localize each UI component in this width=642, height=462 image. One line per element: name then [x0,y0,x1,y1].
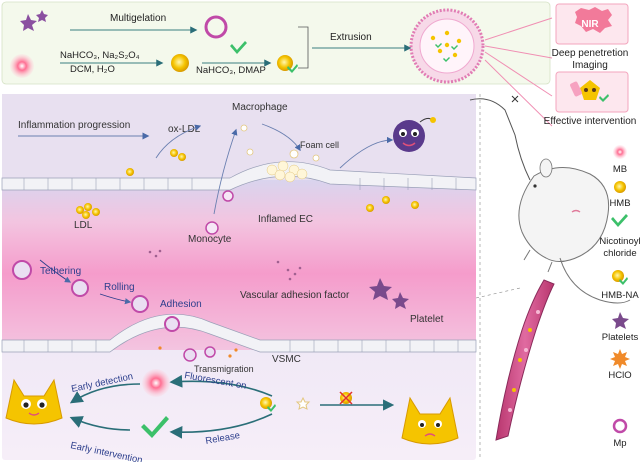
nir-badge: NIR [581,19,599,30]
platelet-label: Platelet [410,314,444,325]
legend-hclo-icon [610,349,630,369]
outcome-intervention [555,71,629,113]
extrusion-label: Extrusion [330,32,372,43]
reagent-line2: DCM, H₂O [70,64,115,75]
transmigration-label: Transmigration [194,364,254,374]
scattered-dots [148,249,302,281]
hmb-particle-icon [171,54,189,72]
legend-label-hclo: HClO [608,370,631,381]
happy-cat-icon [5,378,63,425]
reagent-line3: NaHCO₃, DMAP [196,65,266,76]
legend-hmb-na-icon [612,270,628,285]
cycle-section [5,369,459,445]
probe-activation [260,396,311,412]
ldl-particles [76,149,419,219]
tethering-label: Tethering [40,266,81,277]
intervention-label: Effective intervention [544,116,637,127]
mouse-illustration [469,95,631,304]
legend-hmb-icon [614,181,626,193]
foam-cells [240,124,320,162]
rolling-label: Rolling [104,282,135,293]
legend-label-platelets: Platelets [602,332,639,343]
vessel-segment-icon [495,279,555,441]
platelet-stars-vessel [369,278,409,309]
ldl-label: LDL [74,220,93,231]
legend-mp-icon [612,418,628,434]
foam-plaque [266,160,308,183]
monocyte-cells [205,190,234,235]
ox-ldl-label: ox-LDL [168,124,201,135]
legend-mb-icon [613,145,627,159]
mb-glow-icon [10,54,34,78]
nicotinoyl-icon [230,41,247,54]
outcome-imaging: NIR [555,3,629,45]
inflamed-ec-label: Inflamed EC [258,214,313,225]
hmb-na-icon [277,55,298,73]
legend-label-hmb-na: HMB-NA [601,290,639,301]
multigelation-label: Multigelation [110,13,166,24]
deep-penetration-label: Deep penetretion [552,48,629,59]
legend-platelets-icon [612,312,629,329]
synthesis-panel: Multigelation NaHCO₃, Na₂S₂O₄ DCM, H₂O N… [1,1,551,85]
macrophage-label: Macrophage [232,102,288,113]
legend-nicotinoyl-icon [611,214,628,227]
vsmc-label: VSMC [272,354,301,365]
adhesion-label: Adhesion [160,299,202,310]
adhesion-factor-label: Vascular adhesion factor [240,290,350,301]
inflammation-progression-label: Inflammation progression [18,120,130,131]
legend-label-hmb: HMB [609,198,630,209]
foam-cell-label: Foam cell [300,140,339,150]
imaging-label: Imaging [572,60,608,71]
endothelial-layer-top [1,161,477,191]
legend-label-mb: MB [613,164,627,175]
legend-label-mp: Mp [613,438,626,449]
nanoparticle-icon [409,8,485,84]
sad-cat-icon [401,396,459,445]
endothelial-layer-bottom [1,313,477,353]
rolling-cells [12,260,180,332]
platelet-icon [20,10,48,31]
mp-ring-icon [204,15,228,39]
transmigration-cells [158,346,238,362]
blocked-probe-icon [339,391,353,405]
released-nicotinoyl-icon [141,416,169,438]
monocyte-label: Monocyte [188,234,232,245]
macrophage-creature-icon [393,117,436,152]
vessel-panel [1,94,477,460]
reagent-line1: NaHCO₃, Na₂S₂O₄ [60,50,140,61]
fluorescent-glow-icon [142,369,170,397]
